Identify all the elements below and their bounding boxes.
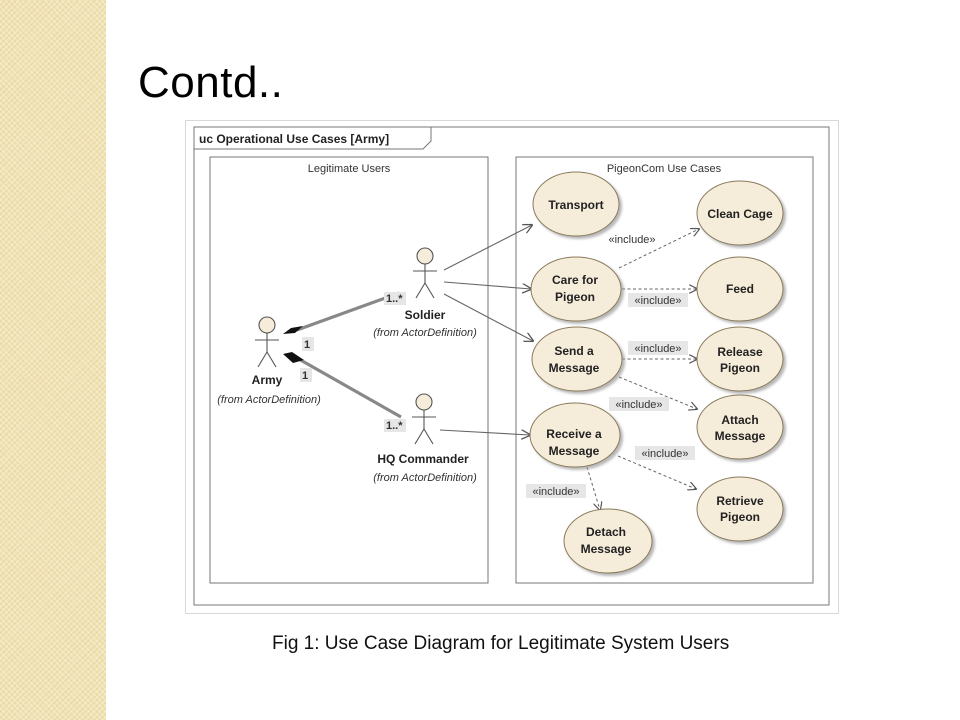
include-labels: «include» «include» «include» «include» … xyxy=(526,232,695,498)
usecase-retrieve-pigeon xyxy=(696,476,784,542)
actor-commander-name: HQ Commander xyxy=(377,452,469,466)
actor-army-stereotype: (from ActorDefinition) xyxy=(217,394,321,406)
usecase-care-label-2: Pigeon xyxy=(555,290,595,304)
actor-army-name: Army xyxy=(252,373,283,387)
include-label-retrieve: «include» xyxy=(641,448,688,460)
usecase-feed-label: Feed xyxy=(726,282,754,296)
include-label-attach: «include» xyxy=(615,399,662,411)
mult-army-commander: 1 xyxy=(302,370,308,382)
usecase-clean-cage xyxy=(696,180,784,246)
mult-commander: 1..* xyxy=(386,420,403,432)
usecase-detach-label-2: Message xyxy=(581,542,632,556)
usecase-retrieve-label-1: Retrieve xyxy=(716,494,764,508)
assoc-commander-receive xyxy=(439,429,530,435)
usecase-release-label-2: Pigeon xyxy=(720,361,760,375)
usecase-attach-label-2: Message xyxy=(715,429,766,443)
include-label-clean: «include» xyxy=(608,234,655,246)
assoc-soldier-care xyxy=(443,281,531,289)
include-label-detach: «include» xyxy=(532,486,579,498)
aggregation-diamond-soldier xyxy=(283,326,303,334)
usecase-attach-label-1: Attach xyxy=(721,413,758,427)
usecase-transport xyxy=(532,171,620,237)
mult-bg-soldier xyxy=(384,292,406,305)
include-receive-detach xyxy=(586,466,600,510)
usecase-care-label-1: Care for xyxy=(552,273,598,287)
aggregation-army-commander xyxy=(296,356,402,419)
usecase-release-label-1: Release xyxy=(717,345,763,359)
usecase-transport-label: Transport xyxy=(548,198,603,212)
actor-soldier xyxy=(413,247,437,299)
usecase-receive-label-1: Receive a xyxy=(546,427,602,441)
uml-frame-tab xyxy=(193,126,432,150)
pigeoncom-label: PigeonCom Use Cases xyxy=(607,163,722,175)
assoc-soldier-send xyxy=(443,293,533,341)
actor-commander-stereotype: (from ActorDefinition) xyxy=(373,472,477,484)
include-label-release: «include» xyxy=(634,343,681,355)
usecase-send-label-2: Message xyxy=(549,361,600,375)
usecase-care-for-pigeon xyxy=(530,256,622,322)
actor-commander xyxy=(412,393,436,445)
usecase-receive-message xyxy=(529,402,621,468)
actor-soldier-stereotype: (from ActorDefinition) xyxy=(373,327,477,339)
usecase-retrieve-label-2: Pigeon xyxy=(720,510,760,524)
usecase-send-message xyxy=(531,326,623,392)
uml-frame-label: uc Operational Use Cases [Army] xyxy=(199,132,389,146)
actor-army xyxy=(255,316,279,368)
usecase-detach-message xyxy=(563,508,653,574)
figure-caption: Fig 1: Use Case Diagram for Legitimate S… xyxy=(272,633,730,654)
usecase-detach-label-1: Detach xyxy=(586,525,626,539)
usecase-receive-label-2: Message xyxy=(549,444,600,458)
mult-soldier: 1..* xyxy=(386,293,403,305)
usecase-clean-label: Clean Cage xyxy=(707,207,773,221)
use-case-diagram: uc Operational Use Cases [Army] Legitima… xyxy=(185,120,839,614)
aggregation-diamond-commander xyxy=(283,352,304,363)
slide-title: Contd.. xyxy=(138,58,284,107)
legitimate-users-label: Legitimate Users xyxy=(308,163,391,175)
include-label-feed: «include» xyxy=(634,295,681,307)
usecase-attach-message xyxy=(696,394,784,460)
mult-bg-army-soldier xyxy=(302,337,314,351)
mult-bg-commander xyxy=(384,419,406,432)
assoc-soldier-transport xyxy=(443,225,532,271)
usecase-send-label-1: Send a xyxy=(554,344,594,358)
legitimate-users-boundary xyxy=(209,156,489,584)
mult-bg-army-commander xyxy=(300,368,312,382)
mult-army-soldier: 1 xyxy=(304,339,310,351)
decorative-side-stripe xyxy=(0,0,106,720)
aggregation-army-soldier xyxy=(296,291,400,332)
usecase-release-pigeon xyxy=(696,326,784,392)
include-care-clean xyxy=(618,229,699,269)
usecase-feed xyxy=(696,256,784,322)
actor-soldier-name: Soldier xyxy=(405,308,446,322)
